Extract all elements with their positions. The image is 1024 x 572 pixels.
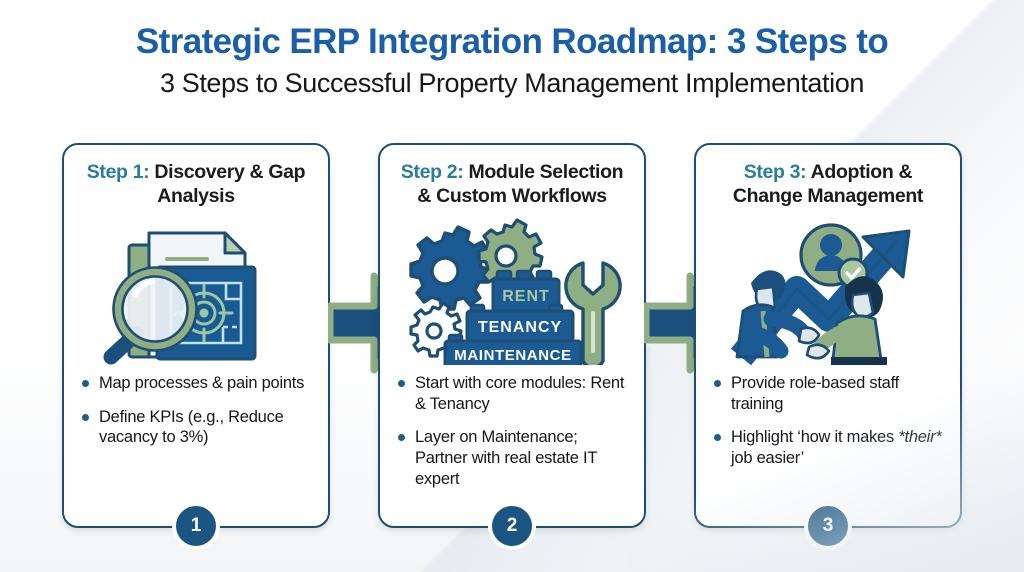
step-1-illustration xyxy=(64,215,328,365)
list-item: Layer on Maintenance; Partner with real … xyxy=(396,427,628,490)
step-2-heading: Step 2: Module Selection & Custom Workfl… xyxy=(394,161,630,209)
step-2-badge: 2 xyxy=(492,506,532,546)
step-1-label: Step 1: xyxy=(86,161,150,183)
step-2-title: Module Selection & Custom Workflows xyxy=(417,161,624,207)
step-3-title: Adoption & Change Management xyxy=(732,161,924,207)
list-item: Provide role-based staff training xyxy=(712,373,944,415)
list-item: Start with core modules: Rent & Tenancy xyxy=(396,373,628,415)
person-left-icon xyxy=(735,269,821,359)
step-card-3[interactable]: Step 3: Adoption & Change Management xyxy=(694,143,962,546)
magnifier-blueprint-documents-icon xyxy=(103,231,257,365)
step-1-heading: Step 1: Discovery & Gap Analysis xyxy=(78,161,314,209)
bullet-text-emphasis: *their* xyxy=(898,428,942,447)
bullet-text-suffix: job easier’ xyxy=(731,449,805,468)
svg-text:TENANCY: TENANCY xyxy=(478,319,562,336)
gears-wrench-module-blocks-icon: RENT TENANCY MAINTENANCE xyxy=(409,217,622,365)
step-1-badge: 1 xyxy=(176,506,216,546)
step-card-2[interactable]: Step 2: Module Selection & Custom Workfl… xyxy=(378,143,646,546)
step-3-illustration xyxy=(696,215,960,365)
step-3-heading: Step 3: Adoption & Change Management xyxy=(710,161,946,209)
step-3-bullets: Provide role-based staff training Highli… xyxy=(712,373,944,470)
step-card-1[interactable]: Step 1: Discovery & Gap Analysis xyxy=(62,143,330,546)
step-3-label: Step 3: xyxy=(743,161,807,183)
bullet-text-prefix: Highlight ‘how it makes xyxy=(731,428,899,447)
svg-text:MAINTENANCE: MAINTENANCE xyxy=(454,347,571,364)
header: Strategic ERP Integration Roadmap: 3 Ste… xyxy=(0,22,1024,99)
person-right-icon xyxy=(805,275,887,365)
wrench-icon xyxy=(564,260,622,365)
gear-large-icon xyxy=(409,224,492,311)
step-1-bullets: Map processes & pain points Define KPIs … xyxy=(80,373,312,449)
list-item: Define KPIs (e.g., Reduce vacancy to 3%) xyxy=(80,407,312,449)
step-2-illustration: RENT TENANCY MAINTENANCE xyxy=(380,215,644,365)
step-2-bullets: Start with core modules: Rent & Tenancy … xyxy=(396,373,628,491)
step-1-title: Discovery & Gap Analysis xyxy=(149,161,306,207)
step-2-label: Step 2: xyxy=(400,161,464,183)
page-title: Strategic ERP Integration Roadmap: 3 Ste… xyxy=(135,22,889,61)
list-item: Highlight ‘how it makes *their* job easi… xyxy=(712,427,944,469)
page-subtitle: 3 Steps to Successful Property Managemen… xyxy=(160,68,864,99)
handshake-growth-arrow-user-check-icon xyxy=(730,222,911,365)
svg-text:RENT: RENT xyxy=(502,288,550,305)
step-3-badge: 3 xyxy=(808,506,848,546)
list-item: Map processes & pain points xyxy=(80,373,312,394)
